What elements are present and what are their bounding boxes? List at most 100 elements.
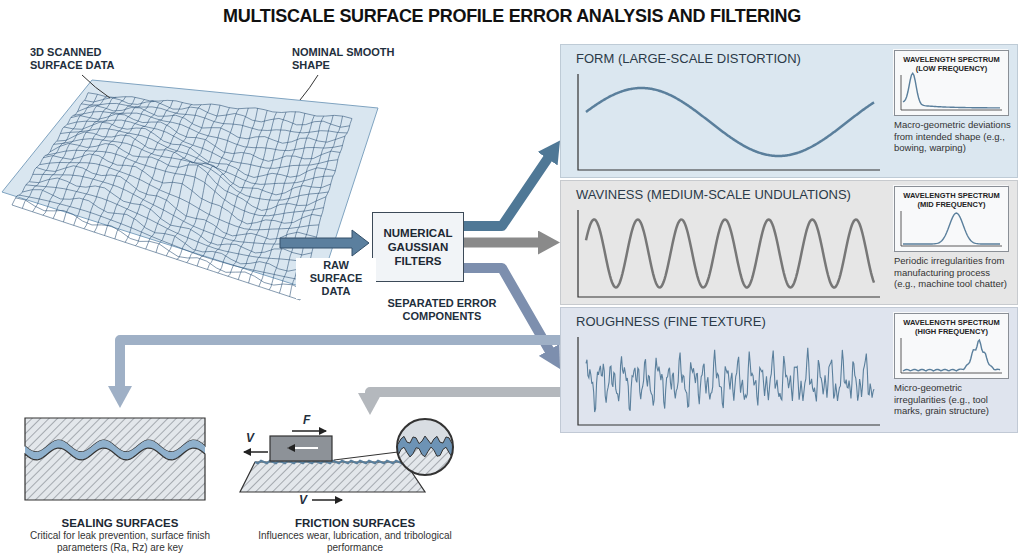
mesh-line [19, 195, 305, 281]
spectrum-inset: WAVELENGTH SPECTRUM (HIGH FREQUENCY) [894, 313, 1009, 379]
flow-arrow [464, 238, 546, 248]
profile-curve [586, 88, 874, 156]
callout-label: NOMINAL SMOOTH SHAPE [292, 46, 402, 72]
lens-top [395, 417, 455, 477]
application-card: SEALING SURFACESCritical for leak preven… [15, 408, 225, 557]
mesh-line [50, 143, 326, 210]
mesh-line [63, 97, 135, 222]
panel-art [560, 44, 1018, 178]
leader-line [82, 75, 110, 98]
application-card: FRICTION SURFACESInfluences wear, lubric… [240, 415, 470, 557]
mesh-line [33, 97, 107, 212]
panel-art [560, 307, 1018, 433]
profile-curve [586, 220, 874, 288]
lens-asperities [395, 447, 455, 477]
sliding-block [270, 436, 332, 461]
panel-fill [560, 307, 1018, 433]
mesh-line [81, 103, 347, 132]
spectrum-axes [901, 75, 1002, 110]
mesh-line [115, 102, 182, 239]
title: MULTISCALE SURFACE PROFILE ERROR ANALYSI… [0, 6, 1024, 27]
leader-line [300, 75, 318, 100]
mesh-line [43, 97, 116, 215]
spectrum-curve [903, 73, 1000, 108]
plot-axes [578, 337, 880, 425]
force-symbol: V [299, 494, 307, 507]
panel-heading: FRICTION SURFACES [295, 516, 415, 530]
callout-label: RAW SURFACE DATA [296, 258, 376, 299]
mesh-line [85, 98, 350, 128]
mesh-line [207, 110, 267, 269]
box-label: NUMERICAL GAUSSIAN FILTERS [379, 226, 457, 268]
panel-heading: SEALING SURFACES [62, 516, 179, 530]
mesh-line [74, 112, 342, 151]
mesh-line [67, 120, 338, 168]
mesh-line [88, 93, 352, 119]
panel-description: Critical for leak prevention, surface fi… [18, 530, 222, 554]
flow-arrow [464, 152, 552, 226]
panel-heading: FORM (LARGE-SCALE DISTORTION) [576, 51, 1017, 71]
mesh-line [12, 93, 88, 205]
panel-description: Macro-geometric deviations from intended… [894, 119, 1014, 154]
panel-heading: WAVINESS (MEDIUM-SCALE UNDULATIONS) [576, 187, 1017, 207]
mesh-line [43, 154, 321, 224]
mesh-line [156, 105, 220, 252]
flow-arrow [120, 340, 560, 394]
callout-label: 3D SCANNED SURFACE DATA [30, 46, 150, 72]
panel-description: Influences wear, lubrication, and tribol… [243, 530, 467, 554]
inset-fill [893, 185, 1008, 251]
background-art [2, 44, 1018, 500]
inset-fill [893, 49, 1008, 115]
mesh-line [33, 174, 314, 244]
inset-fill [893, 312, 1008, 378]
plot-axes [578, 210, 880, 297]
mesh-line [36, 166, 316, 240]
mesh-line [22, 190, 307, 271]
inset-heading: WAVELENGTH SPECTRUM (MID FREQUENCY) [895, 187, 1008, 209]
mesh-line [218, 112, 277, 272]
callout-label: SEPARATED ERROR COMPONENTS [385, 296, 499, 324]
ground-block [240, 462, 425, 492]
mesh-line [57, 132, 331, 195]
mesh-line [15, 198, 302, 290]
inset-heading: WAVELENGTH SPECTRUM (LOW FREQUENCY) [895, 51, 1008, 73]
mesh-line [166, 108, 229, 256]
seal-lower-part [25, 448, 205, 500]
spectrum-curve [903, 213, 1000, 244]
panel-art [560, 180, 1018, 305]
spectrum-axes [901, 338, 1002, 373]
spectrum-axes [901, 211, 1002, 246]
mesh-line [71, 114, 340, 161]
panel-description: Periodic irregularities from manufacturi… [894, 255, 1014, 290]
component-panel: WAVELENGTH SPECTRUM (MID FREQUENCY)WAVIN… [560, 180, 1018, 305]
spectrum-inset: WAVELENGTH SPECTRUM (LOW FREQUENCY) [894, 50, 1009, 116]
panel-fill [560, 44, 1018, 178]
mesh-line [146, 104, 211, 249]
plot-axes [578, 74, 880, 170]
force-symbol: V [246, 432, 254, 445]
motion-arrow [288, 447, 318, 449]
component-panel: WAVELENGTH SPECTRUM (HIGH FREQUENCY)ROUG… [560, 307, 1018, 433]
force-symbol: F [303, 414, 310, 427]
velocity-arrow [244, 451, 268, 453]
mesh-line [60, 129, 333, 185]
panel-fill [560, 180, 1018, 305]
spectrum-curve [903, 340, 1000, 371]
raw-data-arrow [280, 230, 369, 256]
force-arrow [292, 430, 326, 432]
friction-illustration [240, 417, 455, 500]
profile-curve [586, 348, 874, 412]
sealing-illustration [25, 418, 205, 500]
filter-box: NUMERICAL GAUSSIAN FILTERS [372, 212, 464, 282]
panel-description: Micro-geometric irregularities (e.g., to… [894, 382, 1014, 417]
inset-heading: WAVELENGTH SPECTRUM (HIGH FREQUENCY) [895, 314, 1008, 336]
zoom-leader [334, 452, 398, 460]
mesh-line [29, 178, 312, 255]
lens-asperities [395, 417, 455, 444]
flow-arrow [370, 392, 560, 401]
spectrum-inset: WAVELENGTH SPECTRUM (MID FREQUENCY) [894, 186, 1009, 252]
magnified-contact [395, 417, 455, 477]
magnifier-ring [397, 419, 453, 475]
mesh-line [40, 163, 319, 230]
